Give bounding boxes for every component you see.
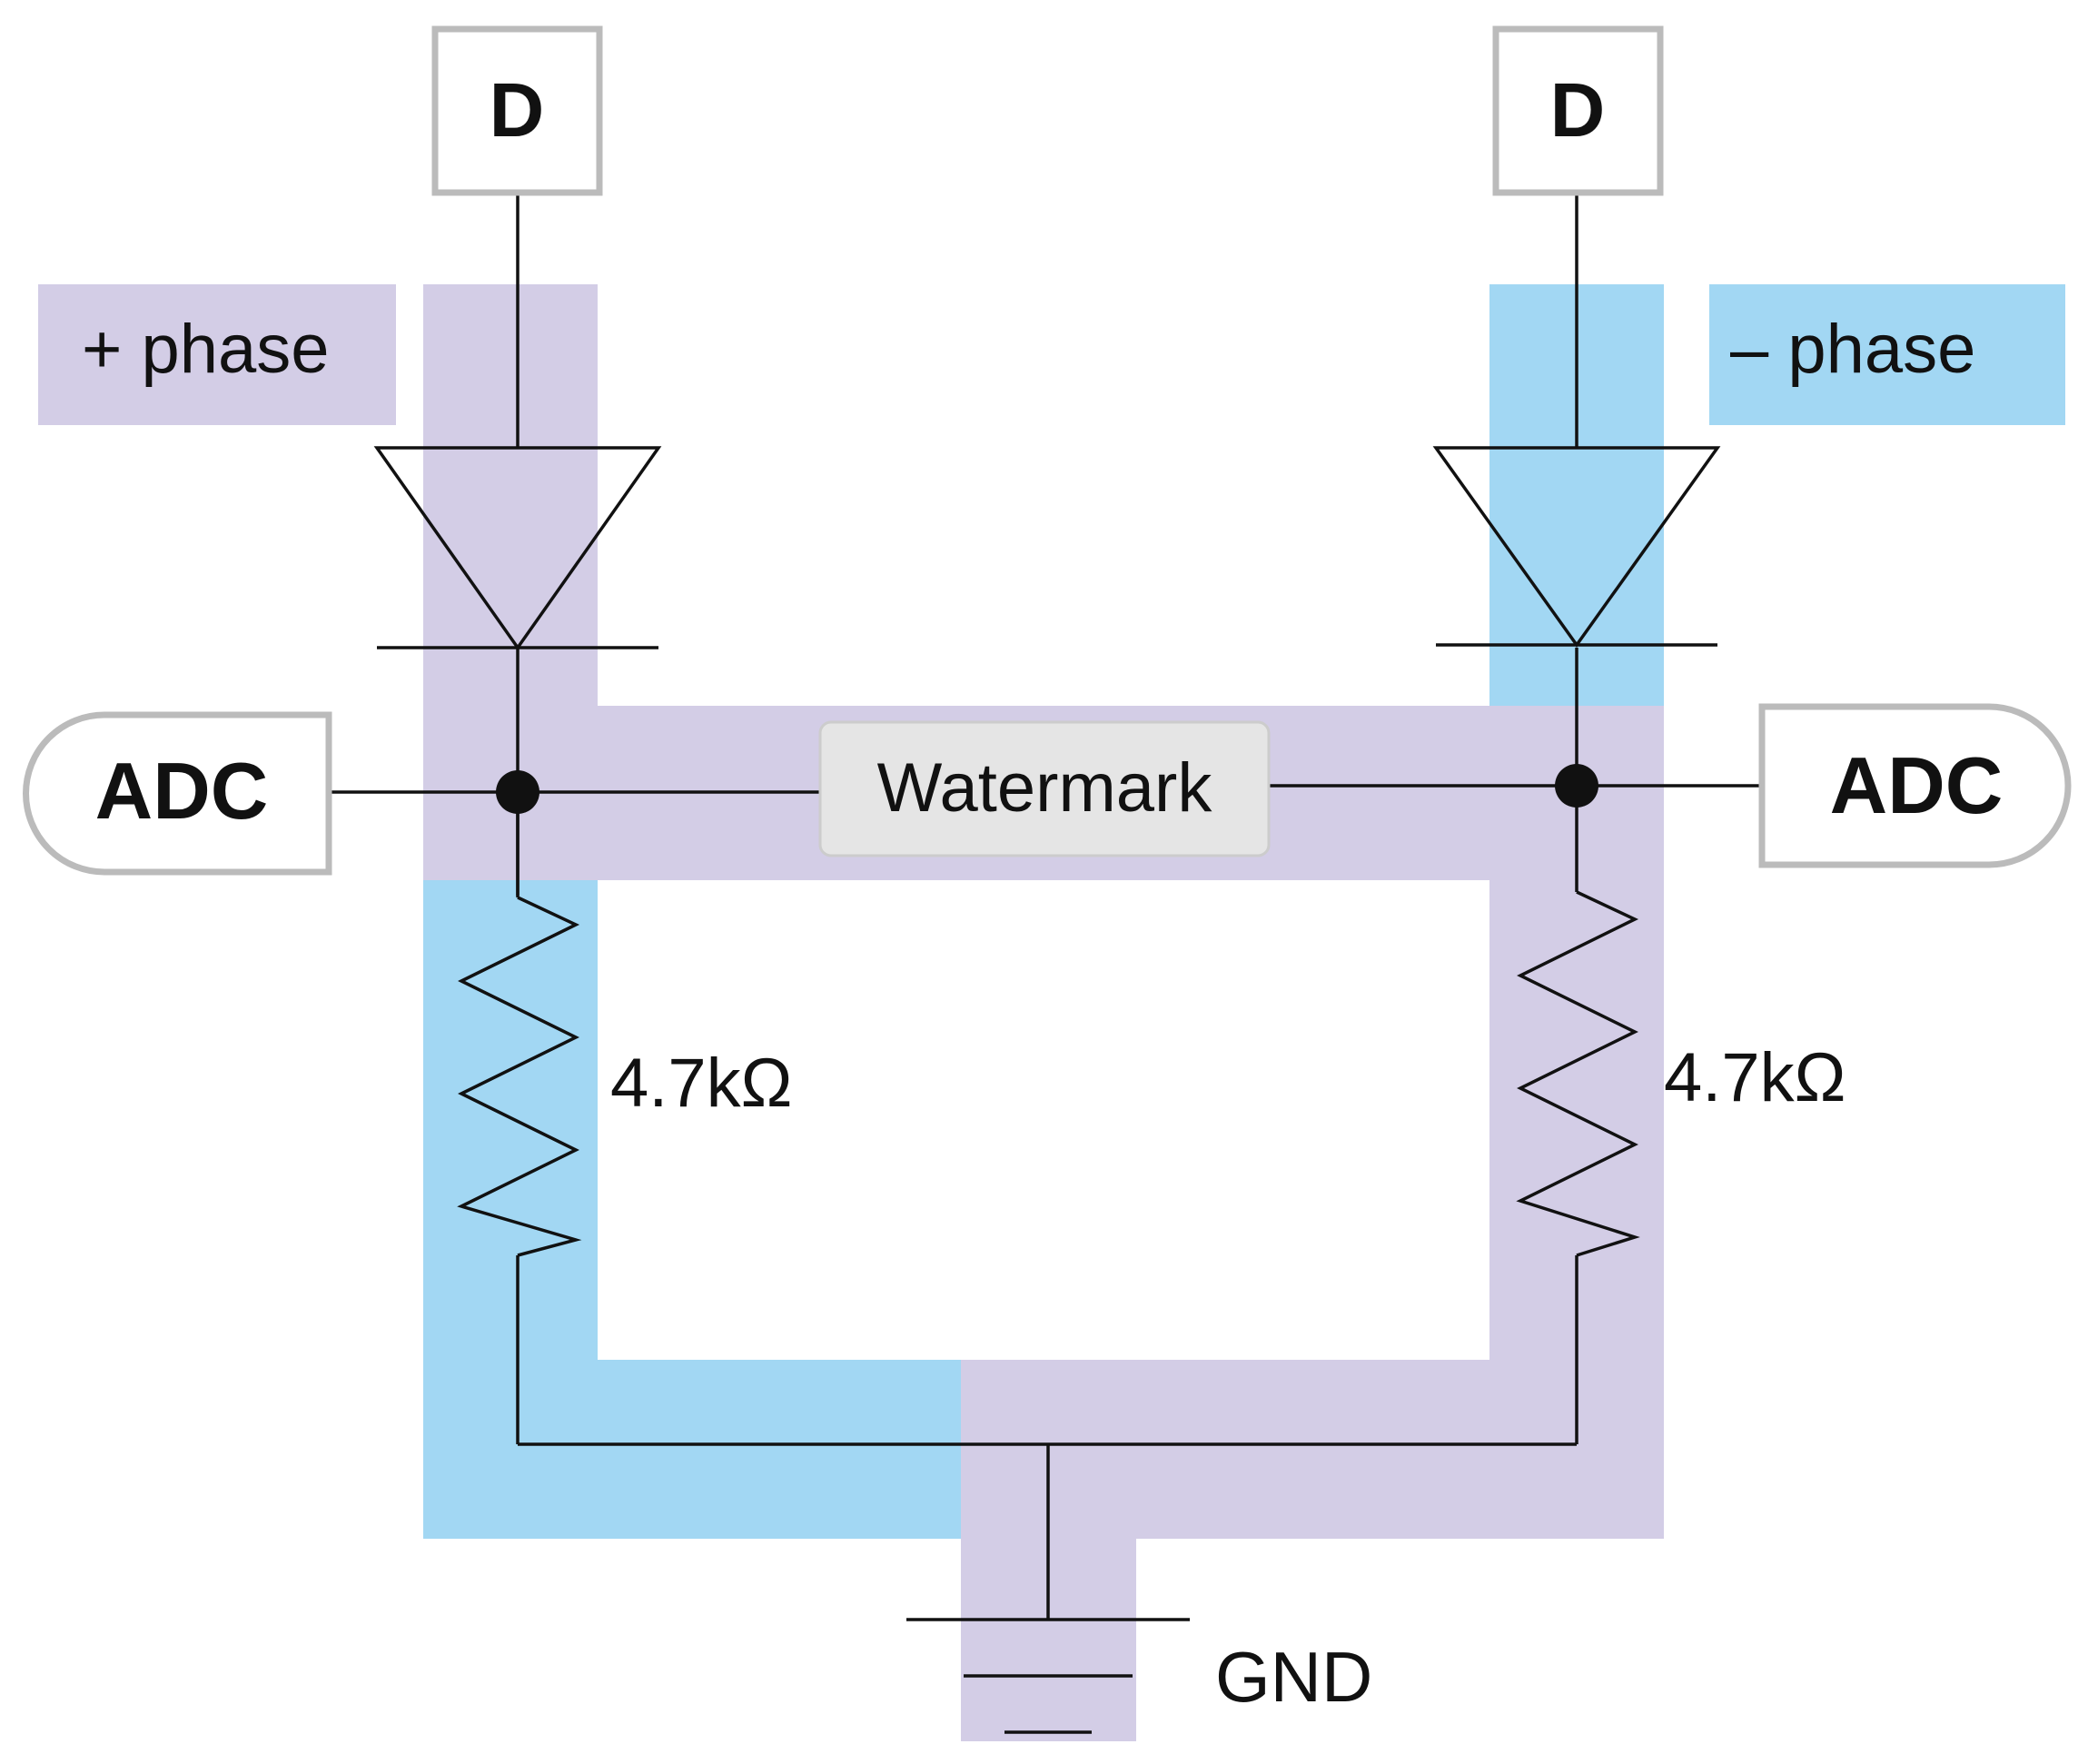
watermark-sensor: Watermark [818,720,1271,857]
right-resistor-icon [1516,890,1640,1257]
right-junction-icon [1555,764,1598,808]
left-terminal-box [431,25,603,196]
watermark-label: Watermark [877,749,1213,827]
minus-phase-region [423,284,2065,1539]
minus-phase-bottom-left [423,1360,963,1539]
left-adc: ADC [23,711,332,876]
right-terminal-label: D [1550,67,1606,153]
right-resistor-value: 4.7kΩ [1664,1039,1846,1116]
right-adc-shape [1758,703,2072,868]
watermark-box [818,720,1271,857]
left-adc-shape [23,711,332,876]
ground-label: GND [1215,1637,1372,1717]
plus-phase-legend: + phase [82,311,330,388]
right-terminal: D [1492,25,1664,196]
right-adc: ADC [1758,703,2072,868]
plus-phase-legend-bg [38,284,396,425]
right-terminal-box [1492,25,1664,196]
left-terminal: D [431,25,603,196]
left-adc-label: ADC [95,746,269,836]
left-resistor-value: 4.7kΩ [610,1045,792,1122]
left-terminal-label: D [490,67,545,153]
left-junction-icon [496,770,539,814]
left-resistor-icon [457,896,582,1257]
left-diode-icon [373,446,662,651]
right-adc-label: ADC [1830,740,2004,830]
minus-phase-legend-bg [1709,284,2065,425]
ground-icon [906,1618,1190,1734]
phase-highlights [38,284,2065,1741]
minus-phase-legend: – phase [1730,311,1975,388]
right-diode-icon [1432,446,1721,649]
